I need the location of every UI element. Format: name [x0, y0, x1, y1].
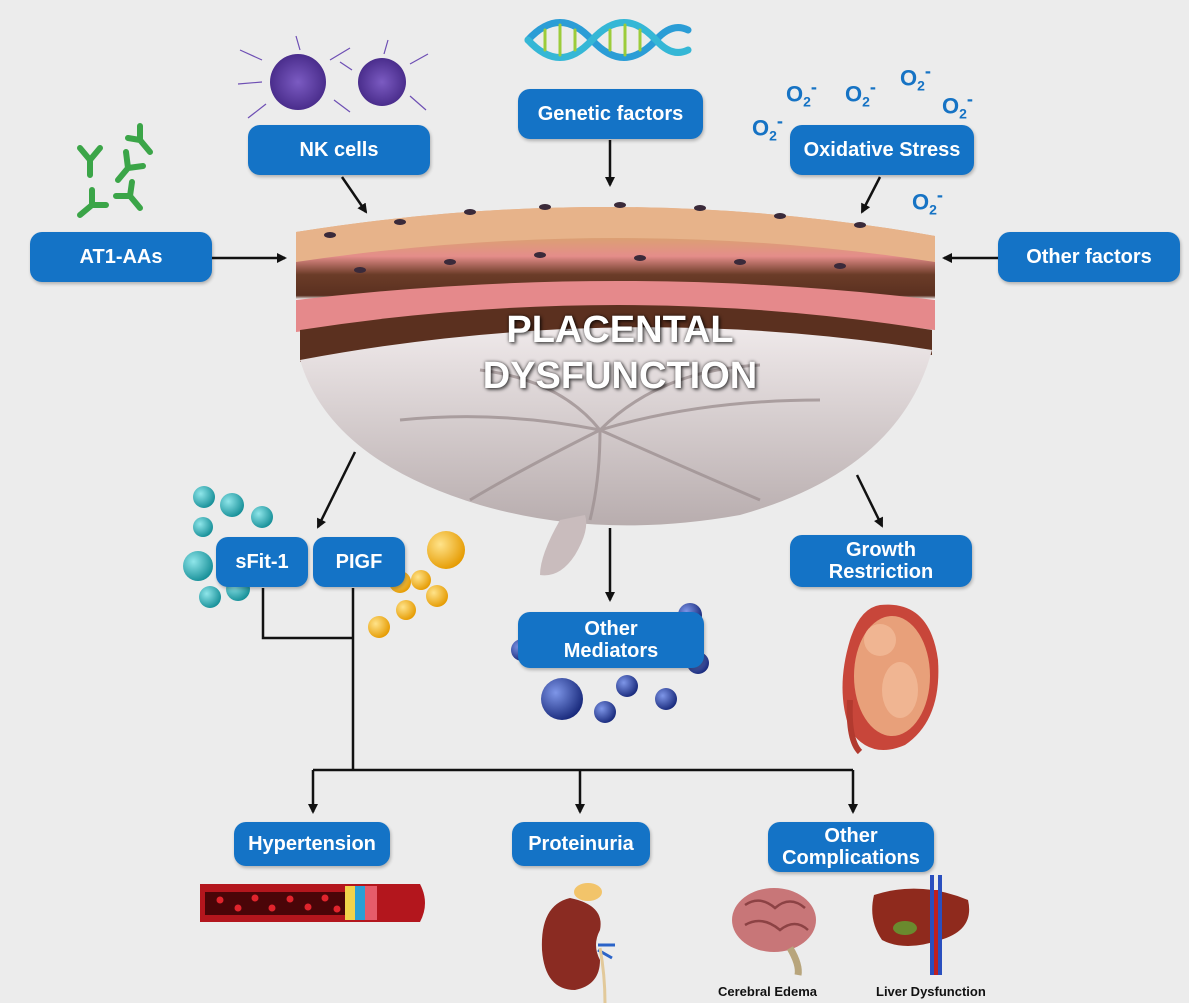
o2-symbol: O2-	[845, 76, 876, 110]
nk-cells-label: NK cells	[248, 125, 430, 175]
nk-cell-icon	[238, 36, 428, 118]
antibody-icon	[80, 126, 150, 215]
other-mediators-line-2: Mediators	[564, 640, 658, 662]
other-mediators-line-1: Other	[584, 618, 637, 640]
o2-symbol: O2-	[912, 184, 943, 218]
placental-dysfunction-title: PLACENTAL DYSFUNCTION	[300, 308, 940, 399]
hypertension-label: Hypertension	[234, 822, 390, 866]
cerebral-edema-caption: Cerebral Edema	[718, 984, 817, 999]
other-mediators-label: Other Mediators	[518, 612, 704, 668]
at1-aas-label: AT1-AAs	[30, 232, 212, 282]
sflt1-label: sFit-1	[216, 537, 308, 587]
dna-icon	[528, 23, 688, 58]
proteinuria-label: Proteinuria	[512, 822, 650, 866]
fetus-icon	[843, 605, 939, 752]
brain-icon	[732, 888, 816, 975]
o2-symbol: O2-	[752, 110, 783, 144]
other-complications-line-2: Complications	[782, 847, 920, 869]
growth-restriction-label: Growth Restriction	[790, 535, 972, 587]
title-line-2: DYSFUNCTION	[300, 354, 940, 400]
genetic-factors-label: Genetic factors	[518, 89, 703, 139]
other-complications-line-1: Other	[824, 825, 877, 847]
o2-symbol: O2-	[786, 76, 817, 110]
o2-symbol: O2-	[942, 88, 973, 122]
growth-restriction-line-2: Restriction	[829, 561, 933, 583]
other-factors-label: Other factors	[998, 232, 1180, 282]
liver-icon	[872, 875, 969, 975]
growth-restriction-line-1: Growth	[846, 539, 916, 561]
oxidative-stress-label: Oxidative Stress	[790, 125, 974, 175]
blood-vessel-icon	[200, 884, 425, 922]
title-line-1: PLACENTAL	[300, 308, 940, 354]
liver-dysfunction-caption: Liver Dysfunction	[876, 984, 986, 999]
pigf-label: PIGF	[313, 537, 405, 587]
o2-symbol: O2-	[900, 60, 931, 94]
kidney-icon	[542, 883, 615, 1003]
other-complications-label: Other Complications	[768, 822, 934, 872]
